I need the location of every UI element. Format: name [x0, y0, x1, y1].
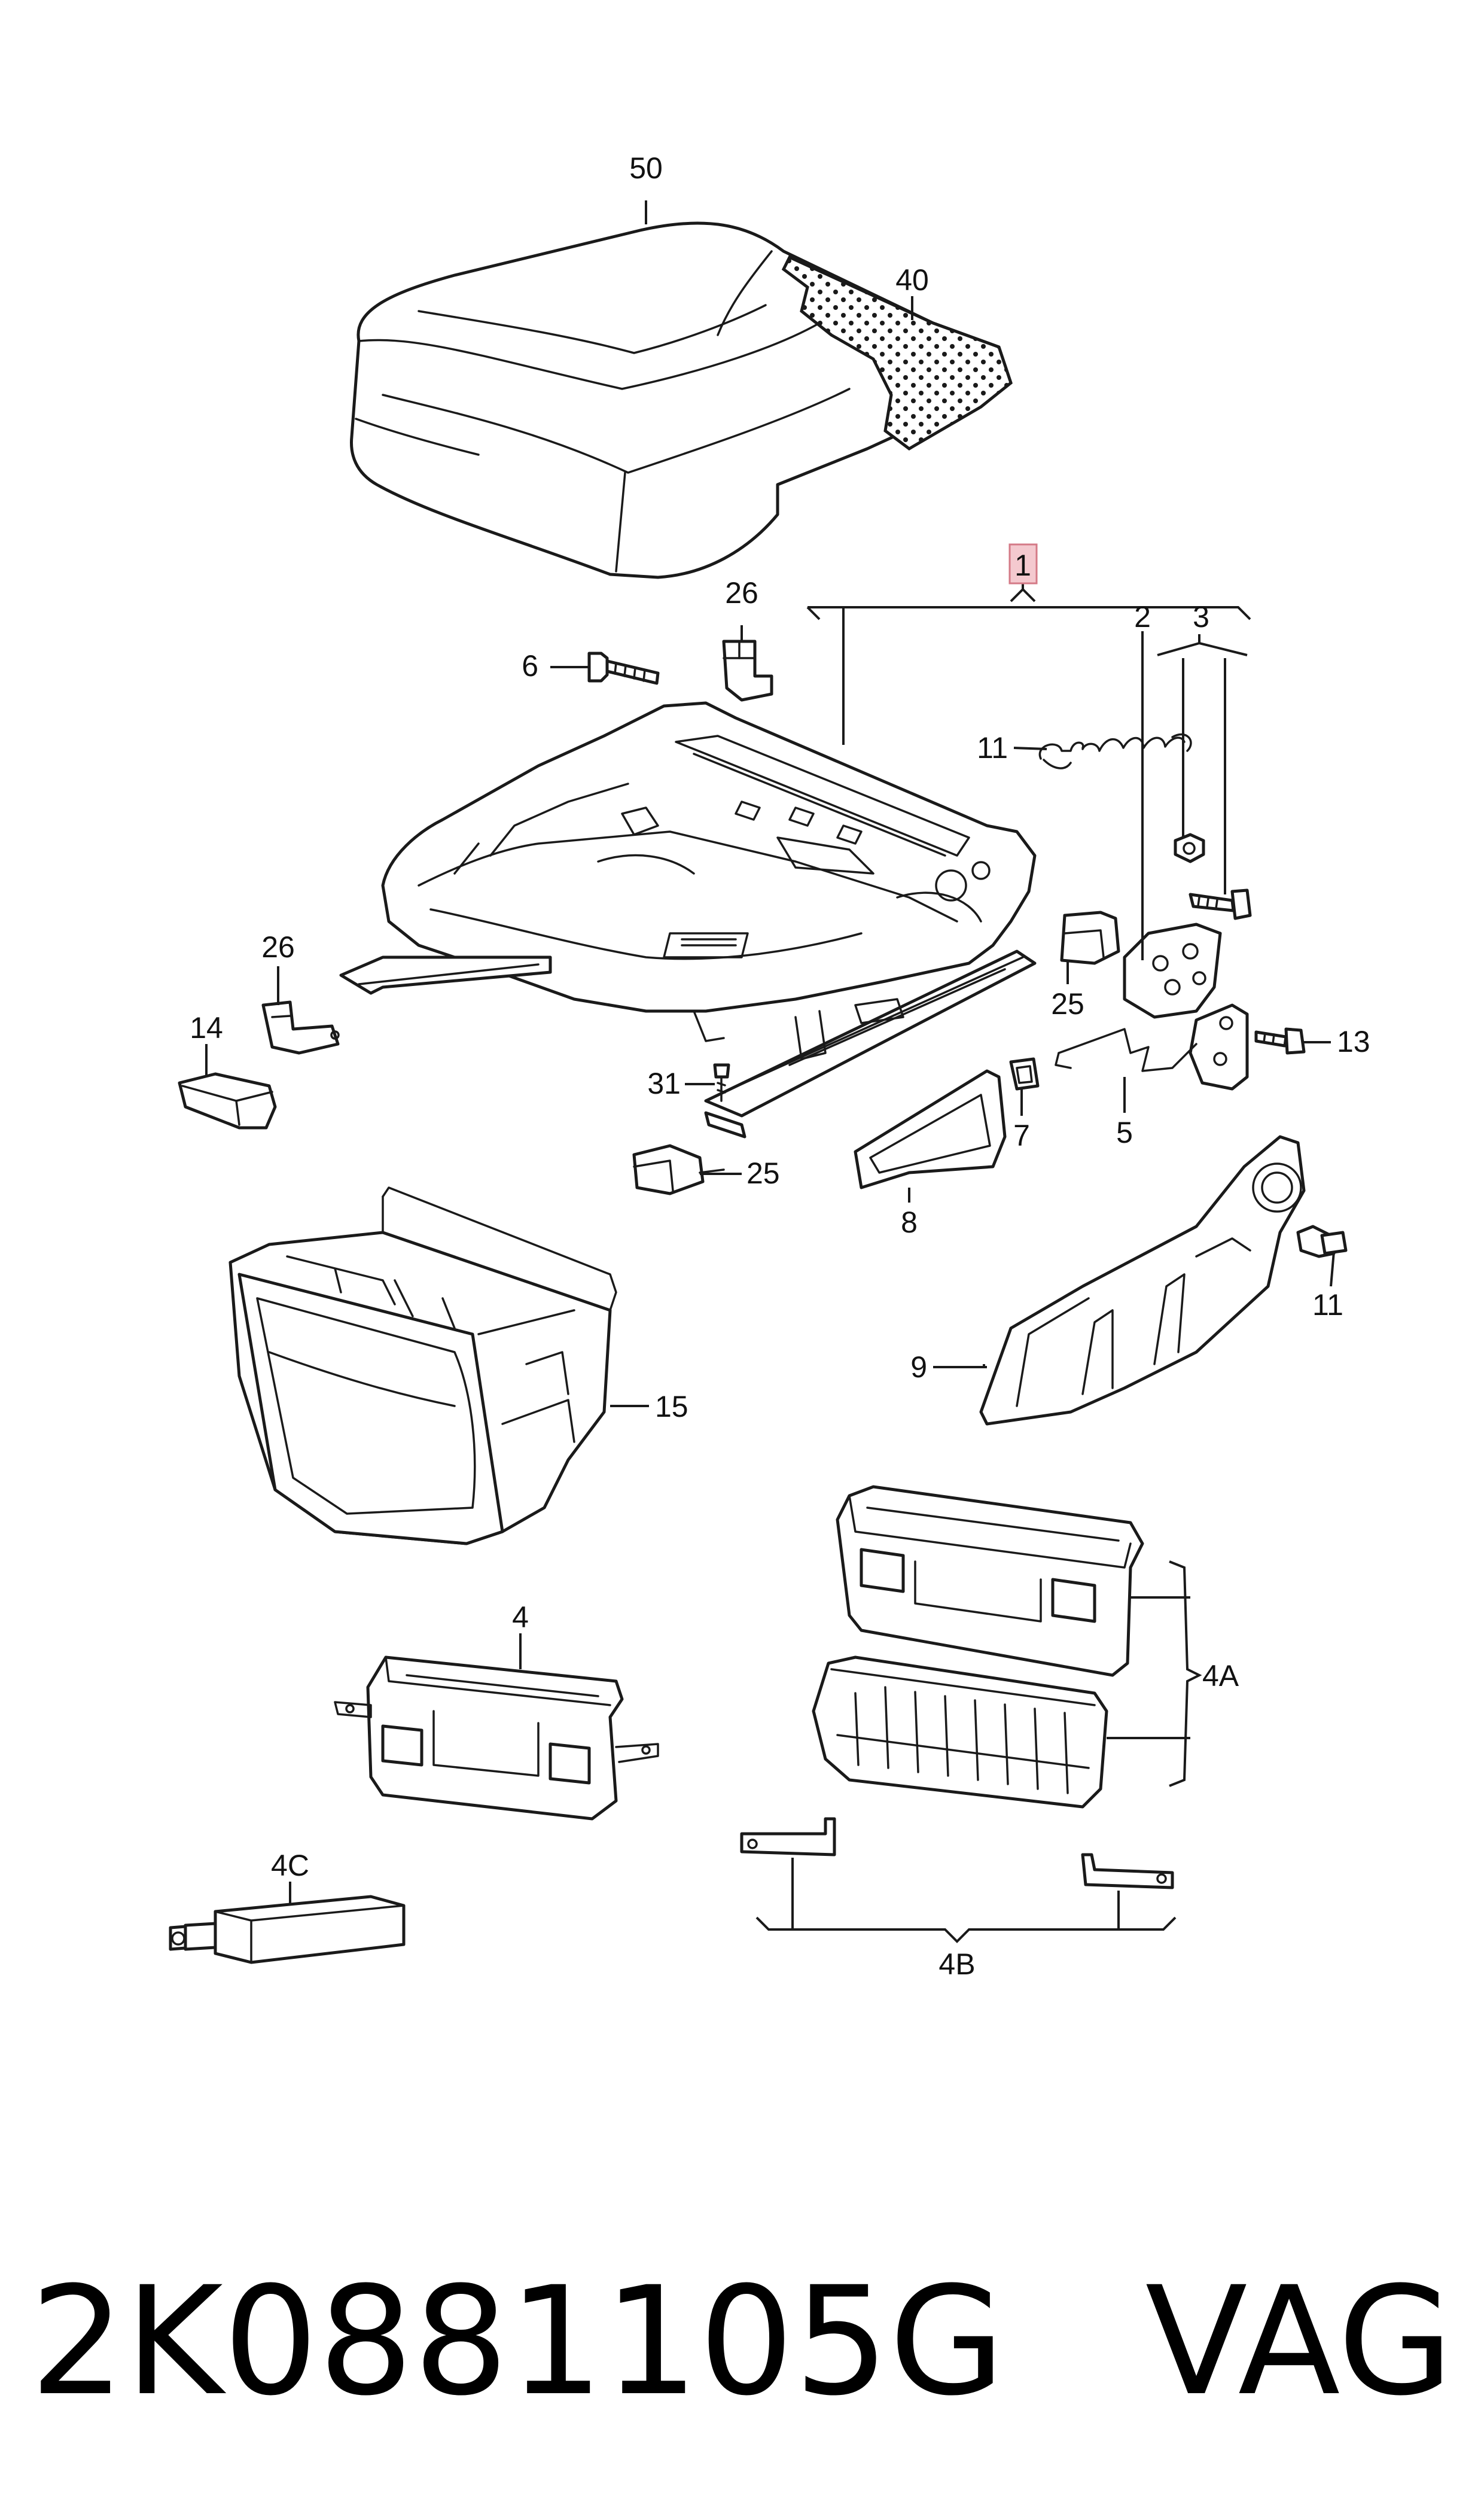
screw-part-13: [1254, 1027, 1306, 1055]
connector-part-4c: [169, 1895, 406, 1964]
trim-part-8: [854, 1069, 1007, 1189]
push-pin-part-11: [1296, 1225, 1348, 1258]
callout-25-upper: 25: [1051, 987, 1084, 1021]
callout-15: 15: [655, 1390, 688, 1423]
callout-26-lower: 26: [261, 930, 295, 964]
callout-40: 40: [895, 263, 929, 297]
bracket-part-4b-left: [740, 1817, 836, 1856]
bolt-part-6: [587, 652, 660, 685]
callout-6: 6: [522, 649, 538, 683]
callout-25-lower: 25: [746, 1156, 780, 1190]
callout-8: 8: [901, 1206, 918, 1239]
callout-50: 50: [629, 151, 663, 185]
cover-part-14: [178, 1072, 277, 1130]
callout-1: 1: [1014, 549, 1031, 582]
screw-part-3: [1189, 888, 1252, 920]
seat-cushion-part-50: [350, 221, 1013, 579]
callout-3: 3: [1193, 600, 1209, 634]
callout-13: 13: [1337, 1025, 1370, 1058]
callout-11-upper: 11: [977, 731, 1008, 765]
callout-5: 5: [1116, 1116, 1133, 1149]
brand-text: VAG: [1145, 2254, 1453, 2428]
callout-4c: 4C: [271, 1849, 309, 1882]
bracket-part-4b-right: [1081, 1853, 1174, 1889]
bracket-part-2: [1123, 923, 1222, 1019]
clip-part-7: [1009, 1057, 1040, 1091]
callout-4b: 4B: [938, 1947, 975, 1981]
part-number-text: 2K0881105G: [30, 2254, 1005, 2428]
side-trim-part-9: [979, 1135, 1306, 1426]
tray-part-4a-lower: [812, 1655, 1108, 1809]
callout-4: 4: [512, 1600, 529, 1634]
callout-7: 7: [1013, 1119, 1030, 1152]
callout-14: 14: [190, 1011, 223, 1045]
nut-part-3: [1174, 833, 1205, 863]
bracket-part-5: [1055, 1003, 1249, 1091]
callout-4a: 4A: [1202, 1659, 1239, 1693]
housing-part-4: [334, 1655, 659, 1821]
clip-part-25-upper: [1060, 911, 1120, 965]
spring-part-11-upper: [1038, 733, 1192, 769]
storage-box-part-15: [228, 1186, 617, 1545]
callout-labels: 50 40 1 26 6 2 3 11 26 14 25 13 31 7 5 2…: [190, 151, 1370, 1981]
leader-lines: [205, 200, 1335, 1943]
callout-highlight-box: [1008, 543, 1038, 585]
clip-part-26-lower: [261, 1000, 340, 1055]
callout-2: 2: [1134, 600, 1151, 634]
screw-part-31: [713, 1063, 730, 1102]
clip-part-26-upper: [722, 640, 773, 702]
housing-part-4a-upper: [836, 1485, 1144, 1677]
callout-26-upper: 26: [725, 576, 758, 610]
clip-part-25-lower: [632, 1144, 725, 1195]
callout-11-lower: 11: [1312, 1288, 1343, 1322]
seat-frame-part-1: [339, 701, 1037, 1139]
callout-9: 9: [910, 1350, 927, 1384]
callout-31: 31: [647, 1067, 681, 1100]
